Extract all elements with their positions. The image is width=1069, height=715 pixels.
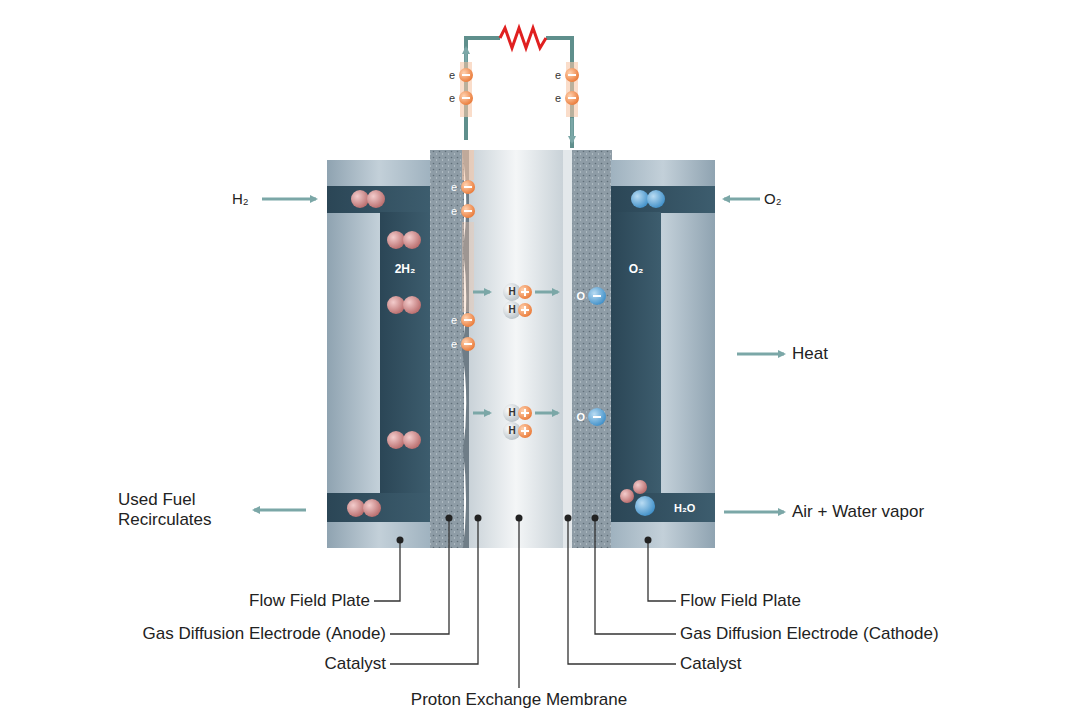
electron-label: e [451, 181, 457, 194]
electron-label: e [449, 92, 455, 105]
flow-arrows [254, 199, 784, 512]
output-label: Air + Water vapor [792, 502, 924, 522]
channel-label: O₂ [629, 263, 644, 277]
electron-label: e [451, 338, 457, 351]
electron-label: e [451, 314, 457, 327]
reactant-label: O₂ [764, 190, 782, 207]
part-label: Proton Exchange Membrane [411, 690, 627, 710]
part-label: Flow Field Plate [249, 591, 370, 611]
part-label: Catalyst [325, 654, 386, 674]
part-label: Catalyst [680, 654, 741, 674]
electrons [459, 68, 579, 351]
hydrogen-molecules [347, 190, 421, 517]
ion-label: O [576, 290, 585, 303]
part-label: Gas Diffusion Electrode (Cathode) [680, 624, 939, 644]
electron-label: e [449, 69, 455, 82]
leader-lines [374, 518, 676, 688]
leader-dots [397, 515, 652, 544]
part-label: Flow Field Plate [680, 591, 801, 611]
reactant-label: H₂ [232, 190, 249, 207]
electron-label: e [555, 92, 561, 105]
ion-label: H [508, 304, 515, 316]
ion-label: H [508, 407, 515, 419]
channel-label: H₂O [674, 502, 695, 515]
ion-label: H [508, 425, 515, 437]
oxygen-molecules [620, 190, 665, 516]
ions [503, 283, 606, 440]
part-label: Gas Diffusion Electrode (Anode) [143, 624, 386, 644]
electron-label: e [451, 205, 457, 218]
ion-label: O [576, 411, 585, 424]
output-label: Used Fuel Recirculates [118, 490, 243, 529]
ion-label: H [508, 286, 515, 298]
electron-label: e [555, 69, 561, 82]
channel-label: 2H₂ [395, 263, 416, 277]
output-label: Heat [792, 344, 828, 364]
